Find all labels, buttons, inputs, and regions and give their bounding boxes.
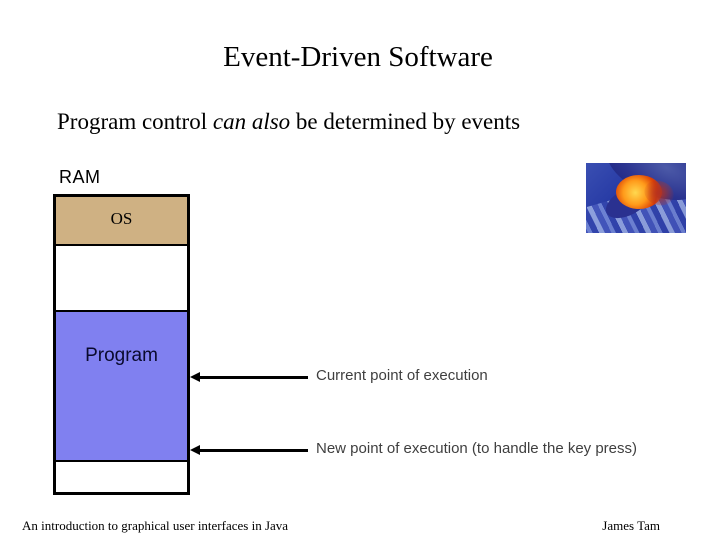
current-execution-arrow-line — [199, 376, 308, 379]
page-title: Event-Driven Software — [223, 41, 493, 73]
annotation-current-execution: Current point of execution — [316, 367, 488, 384]
annotation-new-execution: New point of execution (to handle the ke… — [316, 440, 638, 457]
body-text: Program control can also be determined b… — [57, 108, 520, 135]
footer-author: James Tam — [602, 518, 660, 533]
memory-section-os: OS — [56, 197, 187, 246]
body-text-prefix: Program control — [57, 109, 213, 134]
memory-section-program: Program — [56, 310, 187, 462]
new-execution-arrowhead-icon — [190, 445, 200, 455]
program-label: Program — [85, 345, 158, 366]
ram-label: RAM — [59, 167, 101, 187]
current-execution-arrowhead-icon — [190, 372, 200, 382]
ram-memory-box: OS Program — [53, 194, 190, 495]
keyboard-finger-photo — [586, 163, 686, 233]
os-label: OS — [110, 209, 133, 228]
body-text-suffix: be determined by events — [290, 109, 521, 134]
body-text-italic: can also — [212, 109, 291, 134]
footer-course-title: An introduction to graphical user interf… — [22, 518, 289, 533]
new-execution-arrow-line — [199, 449, 308, 452]
